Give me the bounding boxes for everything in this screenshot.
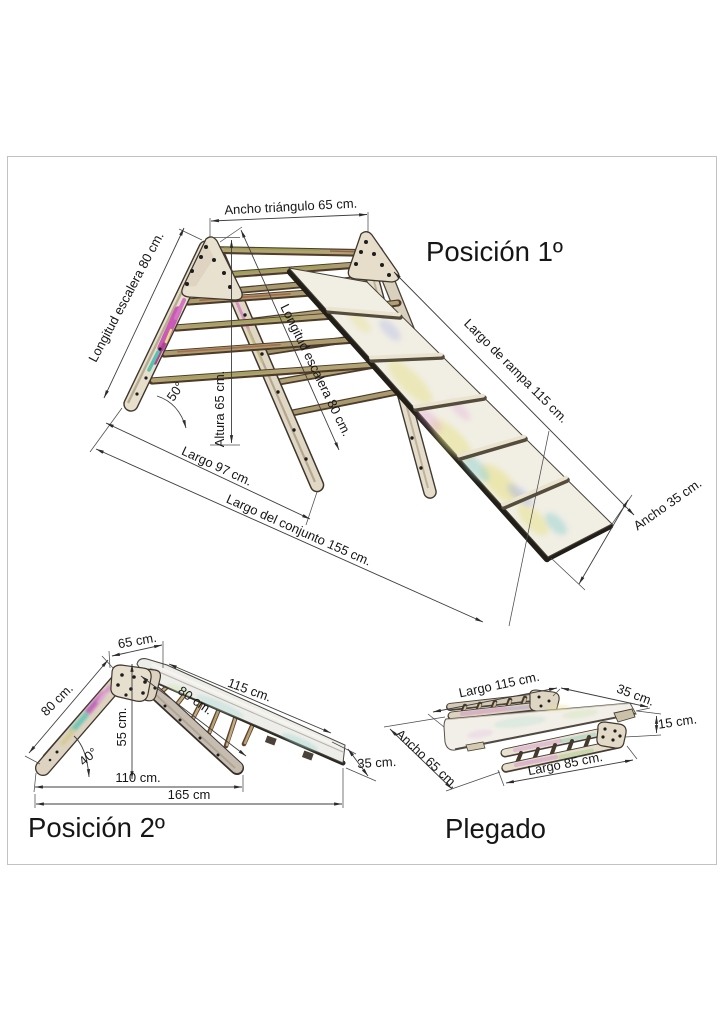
svg-text:15 cm.: 15 cm. [657, 711, 698, 731]
svg-text:Posición 1º: Posición 1º [426, 236, 563, 267]
svg-text:Altura 65 cm.: Altura 65 cm. [212, 371, 227, 448]
svg-text:35 cm.: 35 cm. [357, 754, 397, 771]
svg-text:65 cm.: 65 cm. [117, 630, 158, 652]
svg-text:110 cm.: 110 cm. [115, 770, 160, 785]
svg-text:Plegado: Plegado [445, 813, 546, 844]
svg-text:Posición 2º: Posición 2º [28, 812, 165, 843]
svg-text:Ancho triángulo 65 cm.: Ancho triángulo 65 cm. [224, 196, 358, 218]
svg-text:165 cm: 165 cm [168, 787, 211, 802]
svg-text:55 cm.: 55 cm. [114, 707, 129, 746]
